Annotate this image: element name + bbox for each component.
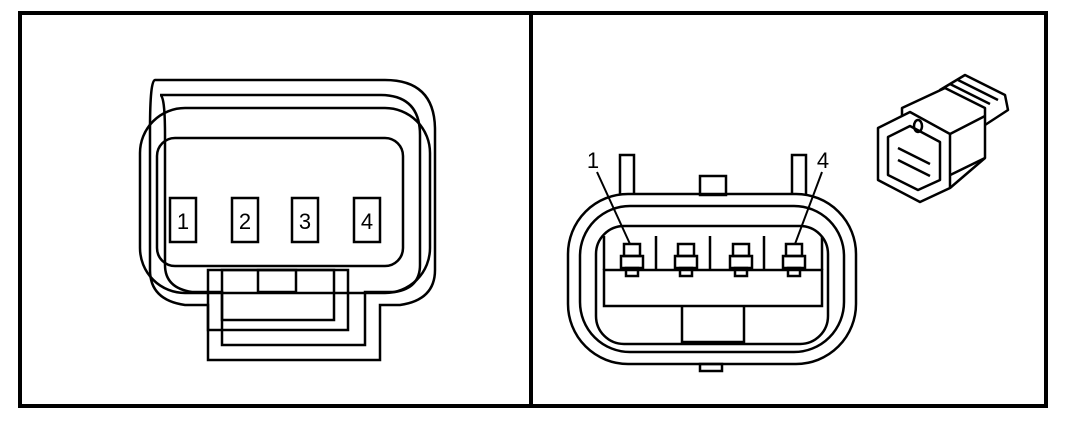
housing-inner — [594, 224, 830, 346]
callout-leader-4 — [794, 171, 823, 245]
pin-cavity-3 — [290, 196, 320, 244]
pin-label-2: 2 — [239, 209, 251, 234]
terminal-key — [680, 306, 746, 344]
terminal-4 — [781, 242, 807, 278]
pin-label-4: 4 — [361, 209, 373, 234]
callout-leader-1 — [596, 171, 631, 245]
callout-label-1: 1 — [587, 148, 599, 173]
pin-label-1: 1 — [177, 209, 189, 234]
terminal-2 — [673, 242, 699, 278]
pin-cavity-1 — [168, 196, 198, 244]
shell-contour — [159, 93, 422, 347]
left-connector-face — [138, 78, 437, 362]
top-tab-right — [790, 153, 808, 195]
inner-cavity — [155, 136, 405, 268]
terminal-partitions — [602, 236, 824, 270]
housing-seal — [578, 204, 846, 354]
pin-cavity-4 — [352, 196, 382, 244]
terminal-bar — [602, 268, 824, 308]
pin-cavity-2 — [230, 196, 260, 244]
bottom-nub — [698, 362, 724, 373]
connector-isometric-thumbnail — [876, 73, 1010, 204]
terminal-pins — [619, 242, 807, 278]
latch-key — [256, 268, 298, 294]
terminal-3 — [728, 242, 754, 278]
terminal-1 — [619, 242, 645, 278]
right-connector-terminal-view — [566, 153, 858, 373]
callout-label-4: 4 — [817, 148, 829, 173]
pin-label-3: 3 — [299, 209, 311, 234]
outer-shell — [148, 78, 437, 362]
top-tab-left — [618, 153, 636, 195]
